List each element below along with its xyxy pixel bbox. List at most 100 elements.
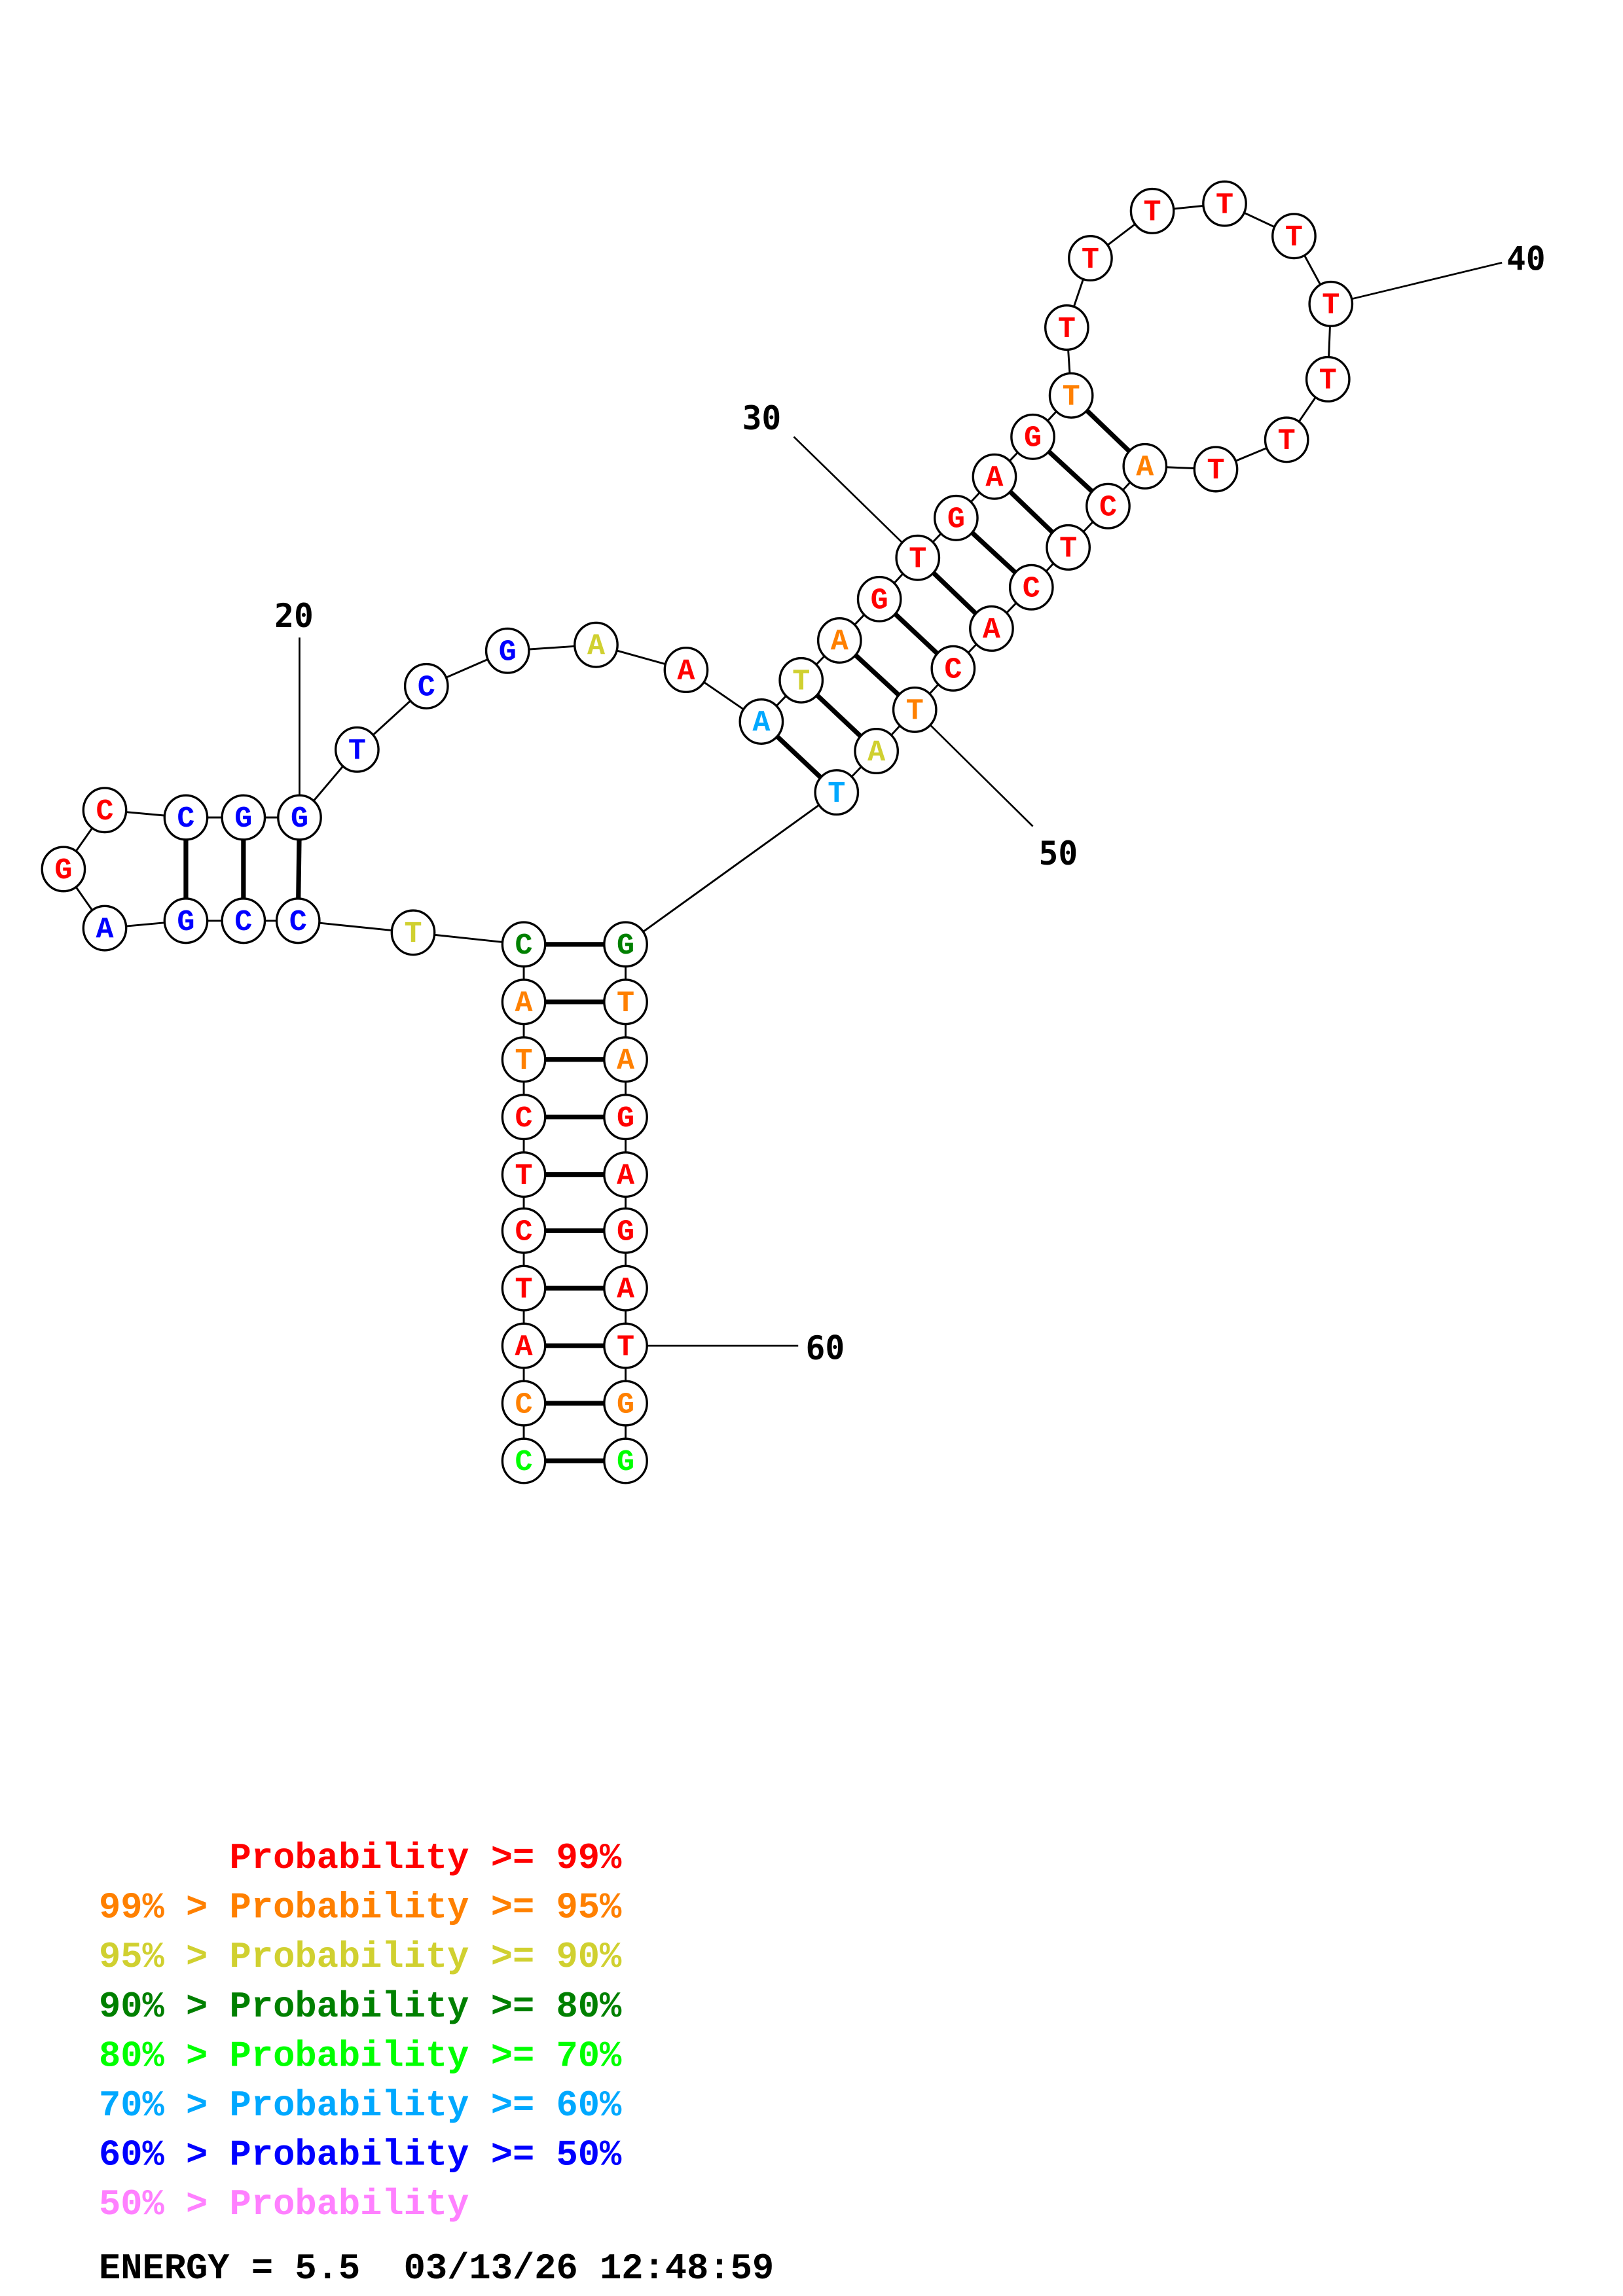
backbone-segment [625, 791, 837, 946]
nucleotide-circle [1122, 442, 1168, 490]
nucleotide: T [1308, 280, 1354, 327]
nucleotide: G [933, 494, 979, 541]
nucleotide-circle [854, 728, 900, 775]
position-label: 40 [1506, 240, 1546, 278]
nucleotide-letter: G [1024, 422, 1042, 456]
legend-entry: 80% > Probability >= 70% [99, 2036, 622, 2077]
nucleotide-letter: A [752, 706, 771, 740]
position-label: 60 [805, 1329, 845, 1367]
nucleotide-letter: T [515, 1159, 533, 1193]
nucleotide: A [603, 1036, 648, 1083]
nucleotide-letter: T [1063, 380, 1080, 414]
legend-entry: 99% > Probability >= 95% [99, 1888, 622, 1929]
nucleotide-circle [933, 494, 979, 541]
nucleotide-letter: A [515, 986, 534, 1020]
nucleotide-letter: G [947, 503, 965, 537]
nucleotide: C [501, 1094, 547, 1141]
nucleotide: G [221, 794, 266, 841]
nucleotide-circle [501, 1151, 547, 1198]
nucleotide-circle [969, 605, 1014, 652]
nucleotide-circle [163, 897, 209, 944]
nucleotide: A [603, 1265, 648, 1312]
nucleotide-circle [82, 905, 128, 952]
nucleotide-letter: C [515, 1215, 533, 1249]
probability-legend: Probability >= 99% 99% > Probability >= 9… [99, 1838, 622, 2225]
nucleotide-letter: C [515, 1445, 533, 1479]
nucleotide-circle [501, 1094, 547, 1141]
nucleotide-letter: C [515, 1102, 533, 1136]
nucleotide: C [221, 897, 266, 944]
nucleotide-circle [1202, 180, 1247, 227]
nucleotide: A [663, 647, 709, 694]
nucleotide-circle [1010, 413, 1055, 460]
nucleotide-letter: G [617, 1102, 634, 1136]
nucleotide-circle [335, 726, 380, 773]
nucleotide: T [1068, 235, 1113, 282]
nucleotide-circle [856, 575, 902, 622]
nucleotide-circle [663, 647, 709, 694]
position-label: 20 [274, 597, 314, 635]
nucleotide: T [1046, 524, 1091, 571]
nucleotide: T [895, 534, 941, 581]
energy-footer: ENERGY = 5.5 03/13/26 12:48:59 [99, 2248, 774, 2289]
nucleotide: C [1085, 482, 1131, 529]
nucleotide-circle [814, 769, 860, 816]
nucleotide: C [1008, 564, 1054, 611]
nucleotide-letter: A [515, 1330, 534, 1364]
position-label-tick [1330, 261, 1503, 305]
nucleotide-circle [501, 1380, 547, 1427]
nucleotide-letter: T [348, 734, 366, 768]
nucleotide-circle [603, 921, 648, 968]
nucleotide: C [275, 897, 321, 944]
nucleotide-circle [603, 1437, 648, 1484]
nucleotide-circle [930, 645, 976, 692]
nucleotide-letter: T [906, 694, 924, 728]
nucleotide: C [163, 794, 209, 841]
nucleotide-circle [403, 662, 449, 709]
nucleotide: G [856, 575, 902, 622]
nucleotide-circle [501, 1437, 547, 1484]
nucleotide: A [603, 1151, 648, 1198]
nucleotide-circle [501, 1207, 547, 1254]
nucleotide-letter: C [234, 905, 252, 939]
nucleotide-circle [501, 978, 547, 1026]
nucleotide-circle [574, 621, 619, 668]
nucleotide-circle [603, 1322, 648, 1369]
nucleotide-letter: T [617, 1330, 634, 1364]
legend-entry: 95% > Probability >= 90% [99, 1937, 622, 1978]
nucleotide-letter: T [1058, 312, 1076, 346]
nucleotide-letter: T [617, 986, 634, 1020]
nucleotide: A [1122, 442, 1168, 490]
nucleotide: G [603, 1094, 648, 1141]
nucleotide: T [390, 909, 436, 956]
nucleotide-letter: T [1278, 424, 1296, 458]
nucleotide-circle [603, 1094, 648, 1141]
nucleotide-letter: C [289, 905, 307, 939]
nucleotide: T [1044, 304, 1089, 351]
nucleotide-letter: T [1207, 454, 1224, 488]
legend-entry: Probability >= 99% [99, 1838, 622, 1879]
nucleotide-circle [603, 1036, 648, 1083]
nucleotide-circle [1048, 372, 1094, 419]
nucleotide: G [163, 897, 209, 944]
nucleotide-circle [82, 787, 128, 834]
nucleotide: G [484, 627, 530, 674]
nucleotide: G [41, 846, 86, 893]
nucleotide-letter: T [515, 1272, 533, 1306]
nucleotide: G [603, 921, 648, 968]
nucleotide: A [816, 617, 862, 664]
nucleotide-circle [501, 921, 547, 968]
nucleotide-letter: C [515, 929, 533, 963]
nucleotide-letter: T [1319, 364, 1337, 398]
nucleotide-circle [603, 978, 648, 1026]
nucleotide-letter: G [617, 929, 634, 963]
nucleotide: A [972, 453, 1017, 500]
nucleotide-circle [1068, 235, 1113, 282]
nucleotide: T [1271, 213, 1317, 260]
nucleotide: C [501, 921, 547, 968]
nucleotide: G [603, 1437, 648, 1484]
nucleotide: T [1264, 416, 1309, 463]
nucleotide-letter: G [617, 1388, 634, 1422]
